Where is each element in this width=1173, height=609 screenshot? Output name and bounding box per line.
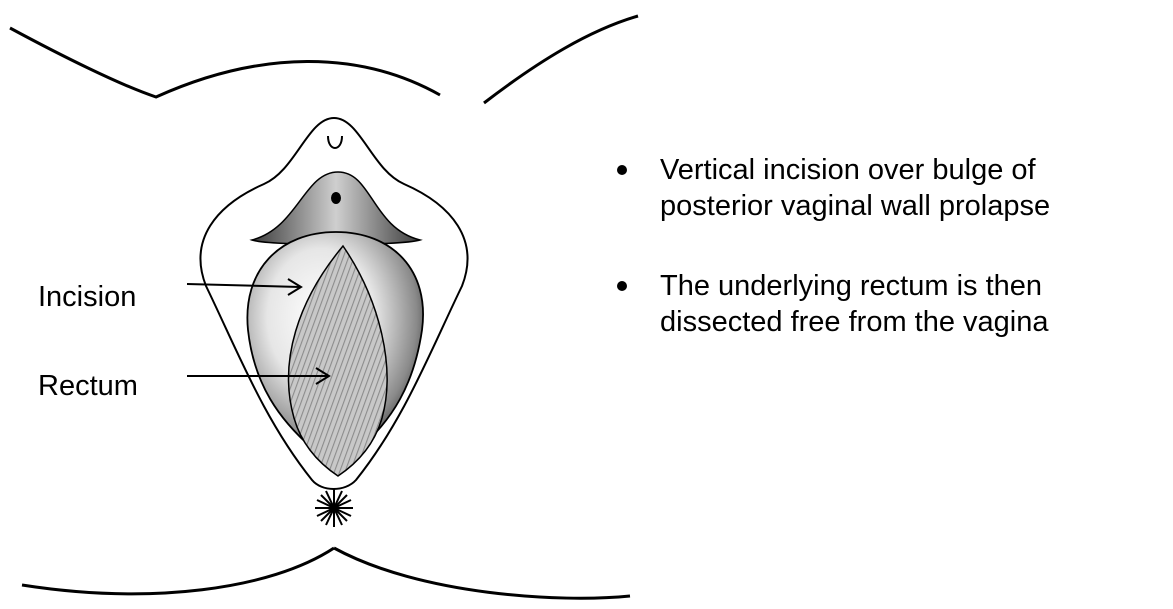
lower-right-buttock-curve [334, 548, 630, 598]
upper-left-thigh-curve [10, 28, 440, 97]
anus-star-icon [315, 489, 353, 527]
bullet-dot-icon [617, 281, 627, 291]
urethral-meatus [331, 192, 341, 204]
incision-label: Incision [38, 281, 136, 313]
bullet-dot-icon [617, 165, 627, 175]
rectum-label: Rectum [38, 370, 138, 402]
upper-right-thigh-curve [484, 16, 638, 103]
bullet-item: Vertical incision over bulge of posterio… [600, 152, 1170, 224]
lower-left-buttock-curve [22, 548, 334, 594]
bullet-line: The underlying rectum is then [660, 270, 1042, 302]
bullet-line: dissected free from the vagina [660, 306, 1048, 338]
bullet-item: The underlying rectum is then dissected … [600, 268, 1170, 340]
bullet-list: Vertical incision over bulge of posterio… [600, 152, 1170, 384]
bullet-line: Vertical incision over bulge of [660, 154, 1036, 186]
bullet-line: posterior vaginal wall prolapse [660, 190, 1050, 222]
